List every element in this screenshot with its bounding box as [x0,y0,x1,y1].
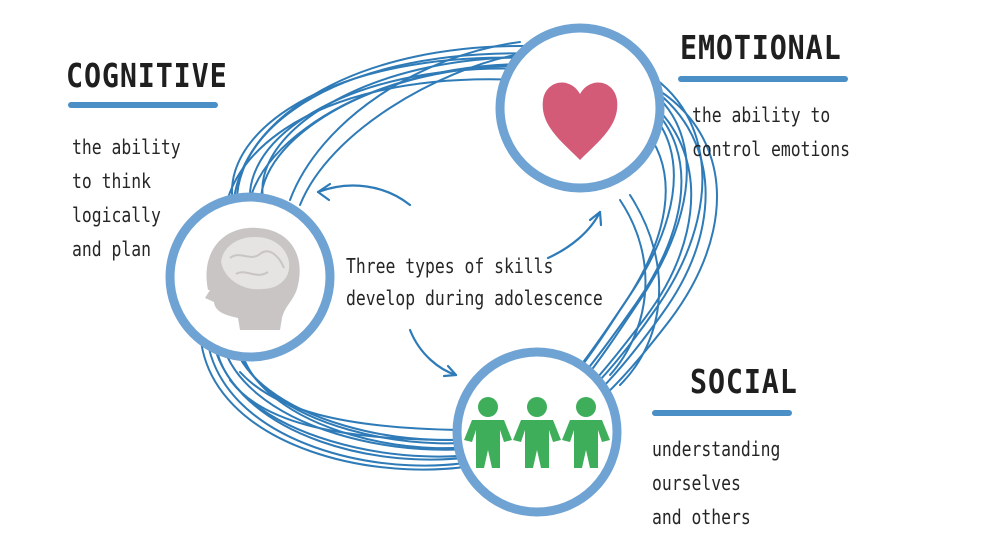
cognitive-title: COGNITIVE [66,56,228,95]
social-title-underline [652,410,792,416]
social-title: SOCIAL [690,362,798,401]
cognitive-description-line: to think [72,169,151,193]
people-chain-icon [464,397,610,468]
connecting-loops [199,41,718,471]
social-description-line: understanding [652,437,781,461]
cognitive-description-line: logically [72,203,161,227]
center-caption: Three types of skills develop during ado… [346,250,603,314]
social-description-line: ourselves [652,471,741,495]
center-caption-line: Three types of skills [346,254,554,278]
emotional-description: the ability to control emotions [692,98,850,166]
emotional-circle [495,23,665,193]
heart-icon [542,82,618,160]
cognitive-description-line: and plan [72,237,151,261]
emotional-description-line: control emotions [692,137,850,161]
arrow-to-social [408,328,458,378]
social-description-line: and others [652,505,751,529]
arrow-to-cognitive [316,182,412,207]
emotional-title: EMOTIONAL [680,28,842,67]
center-caption-line: develop during adolescence [346,286,603,310]
cognitive-circle [165,192,335,362]
head-brain-icon [205,227,300,330]
cognitive-description-line: the ability [72,135,181,159]
social-description: understanding ourselves and others [652,432,780,534]
cognitive-title-underline [68,102,218,108]
social-circle [452,347,622,517]
emotional-title-underline [678,76,848,82]
emotional-description-line: the ability to [692,103,831,127]
cognitive-description: the ability to think logically and plan [72,130,181,266]
arrow-to-emotional [546,210,603,260]
